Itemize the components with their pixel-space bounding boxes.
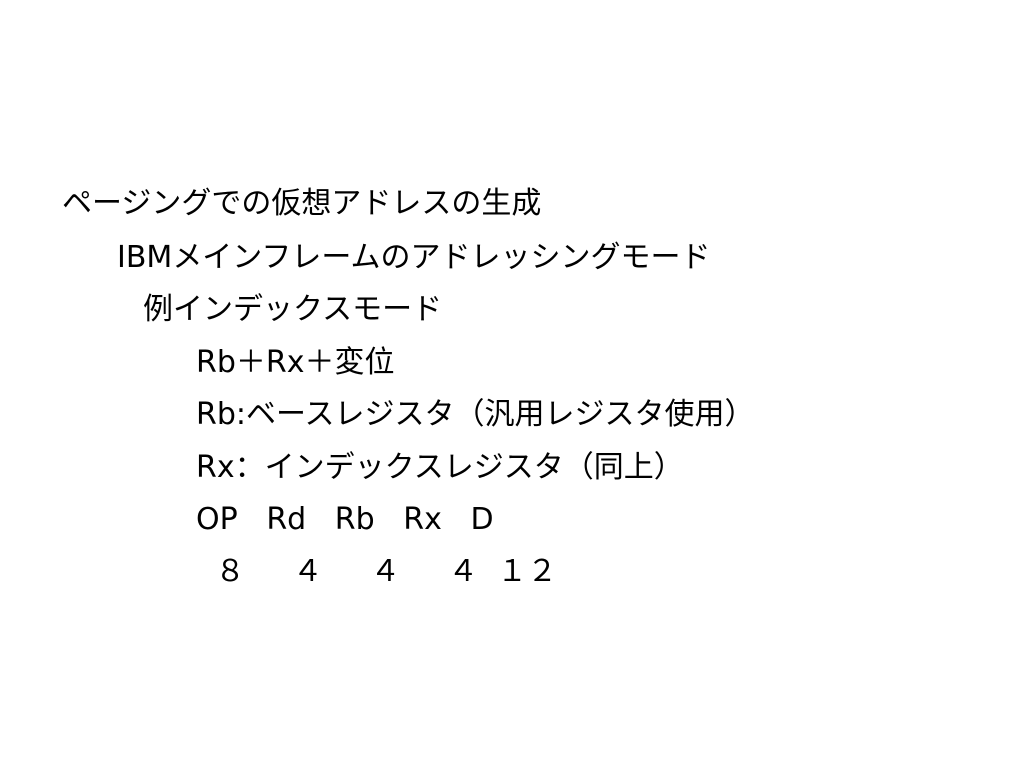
subheading-ibm-addressing-mode: IBMメインフレームのアドレッシングモード (117, 240, 711, 275)
instruction-format-fields: OP Rd Rb Rx D (196, 502, 494, 537)
address-formula: Rb＋Rx＋変位 (196, 345, 395, 380)
rx-definition: Rx：インデックスレジスタ（同上） (196, 450, 684, 485)
example-index-mode: 例インデックスモード (143, 292, 443, 327)
rb-definition: Rb:ベースレジスタ（汎用レジスタ使用） (196, 397, 755, 432)
slide-heading: ページングでの仮想アドレスの生成 (62, 186, 542, 221)
instruction-format-bit-widths: ８ ４ ４ ４ １２ (196, 554, 558, 589)
